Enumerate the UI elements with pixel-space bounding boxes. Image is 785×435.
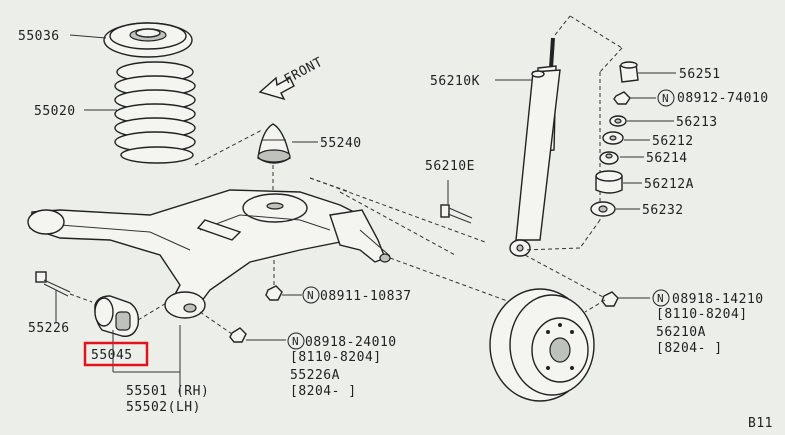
highlight-box-55045 (83, 341, 149, 367)
label-56214[interactable]: 56214 (646, 151, 688, 166)
coil-spring-drawing (114, 61, 196, 164)
label-56213[interactable]: 56213 (676, 115, 718, 130)
label-08912-74010[interactable]: 08912-74010 (677, 91, 769, 106)
n-symbol-text: N (292, 335, 299, 348)
label-56210a[interactable]: 56210A (656, 325, 706, 340)
bushing-stack-drawing (590, 61, 639, 217)
nut-08911-drawing (265, 285, 283, 301)
label-56212a[interactable]: 56212A (644, 177, 694, 192)
bolt-55226-drawing (35, 271, 71, 297)
label-55226[interactable]: 55226 (28, 321, 70, 336)
n-symbol-08912: N (657, 89, 675, 107)
n-symbol-text: N (307, 289, 314, 302)
label-55240[interactable]: 55240 (320, 136, 362, 151)
label-56210k[interactable]: 56210K (430, 74, 480, 89)
label-55502[interactable]: 55502(LH) (126, 400, 201, 415)
label-55501[interactable]: 55501 (RH) (126, 384, 209, 399)
n-symbol-text: N (662, 92, 669, 105)
nut-08918-24010-drawing (229, 327, 247, 343)
n-symbol-08911: N (302, 286, 320, 304)
label-55020[interactable]: 55020 (34, 104, 76, 119)
bump-stop-drawing (257, 123, 291, 164)
bolt-56210e-drawing (440, 204, 473, 224)
n-symbol-08918-14210: N (652, 289, 670, 307)
label-08918-24010[interactable]: 08918-24010 (305, 335, 397, 350)
label-range-8110-8204-a: [8110-8204] (290, 350, 382, 365)
label-55045[interactable]: 55045 (91, 348, 133, 363)
label-08918-14210[interactable]: 08918-14210 (672, 292, 764, 307)
shock-absorber-drawing (509, 37, 561, 257)
label-range-8204-a: [8204- ] (290, 384, 357, 399)
control-arm-drawing (27, 189, 391, 319)
label-range-8110-8204-b: [8110-8204] (656, 307, 748, 322)
label-08911-10837[interactable]: 08911-10837 (320, 289, 412, 304)
label-56212[interactable]: 56212 (652, 134, 694, 149)
label-55036[interactable]: 55036 (18, 29, 60, 44)
spring-seat-drawing (103, 22, 193, 58)
nut-08918-14210-drawing (601, 291, 619, 307)
label-range-8204-b: [8204- ] (656, 341, 723, 356)
label-56232[interactable]: 56232 (642, 203, 684, 218)
label-56210e[interactable]: 56210E (425, 159, 475, 174)
n-symbol-08918-24010: N (287, 332, 305, 350)
brake-drum-drawing (489, 288, 595, 402)
label-front: FRONT (282, 55, 326, 88)
label-56251[interactable]: 56251 (679, 67, 721, 82)
page-number: B11 (748, 416, 773, 431)
n-symbol-text: N (657, 292, 664, 305)
front-arrow (258, 76, 295, 101)
bushing-drawing (94, 295, 140, 337)
label-55226a[interactable]: 55226A (290, 368, 340, 383)
